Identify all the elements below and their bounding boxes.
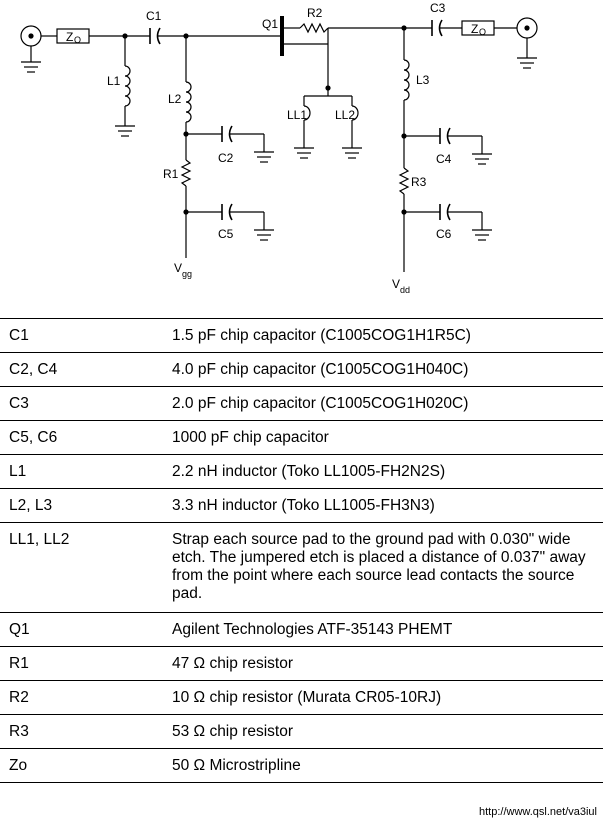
c1-capacitor bbox=[149, 27, 280, 45]
part-ref: C5, C6 bbox=[0, 420, 163, 455]
r1-resistor bbox=[180, 159, 192, 187]
table-row: Q1 Agilent Technologies ATF-35143 PHEMT bbox=[0, 612, 603, 647]
r3-resistor bbox=[398, 167, 410, 195]
ll2-strap bbox=[342, 96, 362, 159]
zo-input-label: Z bbox=[66, 30, 73, 44]
c5-label: C5 bbox=[218, 227, 234, 241]
part-ref: LL1, LL2 bbox=[0, 522, 163, 613]
table-row: C3 2.0 pF chip capacitor (C1005COG1H020C… bbox=[0, 386, 603, 421]
source-url: http://www.qsl.net/va3iul bbox=[478, 806, 597, 818]
vdd-label: V bbox=[392, 277, 400, 291]
part-desc: 2.0 pF chip capacitor (C1005COG1H020C) bbox=[163, 386, 603, 421]
r3-label: R3 bbox=[411, 175, 427, 189]
c3-capacitor bbox=[431, 19, 462, 37]
r2-label: R2 bbox=[307, 6, 323, 20]
ll1-strap bbox=[294, 96, 314, 159]
part-ref: L2, L3 bbox=[0, 488, 163, 523]
c6-capacitor bbox=[404, 203, 492, 241]
c2-capacitor bbox=[186, 125, 274, 163]
c3-label: C3 bbox=[430, 1, 446, 15]
vgg-sub: gg bbox=[182, 269, 192, 279]
part-ref: C1 bbox=[0, 318, 163, 353]
c5-capacitor bbox=[186, 203, 274, 241]
part-desc: 4.0 pF chip capacitor (C1005COG1H040C) bbox=[163, 352, 603, 387]
part-desc: 50 Ω Microstripline bbox=[163, 748, 603, 783]
part-ref: C3 bbox=[0, 386, 163, 421]
c4-capacitor bbox=[404, 127, 492, 165]
table-row: LL1, LL2 Strap each source pad to the gr… bbox=[0, 522, 603, 613]
zo-input-sub: O bbox=[74, 35, 81, 45]
zo-output-label: Z bbox=[471, 22, 478, 36]
table-row: R3 53 Ω chip resistor bbox=[0, 714, 603, 749]
part-ref: R2 bbox=[0, 680, 163, 715]
table-row: C1 1.5 pF chip capacitor (C1005COG1H1R5C… bbox=[0, 318, 603, 353]
part-desc: 1000 pF chip capacitor bbox=[163, 420, 603, 455]
table-row: L1 2.2 nH inductor (Toko LL1005-FH2N2S) bbox=[0, 454, 603, 489]
parts-list-table: C1 1.5 pF chip capacitor (C1005COG1H1R5C… bbox=[0, 318, 603, 783]
table-row: L2, L3 3.3 nH inductor (Toko LL1005-FH3N… bbox=[0, 488, 603, 523]
q1-transistor bbox=[280, 16, 329, 88]
c4-label: C4 bbox=[436, 152, 452, 166]
part-ref: C2, C4 bbox=[0, 352, 163, 387]
amplifier-schematic: Z O L1 C1 L2 C2 R1 bbox=[20, 1, 538, 295]
part-desc: Agilent Technologies ATF-35143 PHEMT bbox=[163, 612, 603, 647]
l2-label: L2 bbox=[168, 92, 182, 106]
table-row: R1 47 Ω chip resistor bbox=[0, 646, 603, 681]
table-row: C2, C4 4.0 pF chip capacitor (C1005COG1H… bbox=[0, 352, 603, 387]
table-row: R2 10 Ω chip resistor (Murata CR05-10RJ) bbox=[0, 680, 603, 715]
r1-label: R1 bbox=[163, 167, 179, 181]
part-ref: L1 bbox=[0, 454, 163, 489]
part-ref: R3 bbox=[0, 714, 163, 749]
l2-inductor bbox=[185, 81, 192, 123]
c1-label: C1 bbox=[146, 9, 162, 23]
table-row: C5, C6 1000 pF chip capacitor bbox=[0, 420, 603, 455]
vgg-label: V bbox=[174, 261, 182, 275]
r2-resistor bbox=[299, 22, 432, 34]
q1-label: Q1 bbox=[262, 17, 278, 31]
part-desc: Strap each source pad to the ground pad … bbox=[163, 522, 603, 613]
part-ref: Zo bbox=[0, 748, 163, 783]
zo-output-line: Z O bbox=[461, 20, 495, 37]
table-row: Zo 50 Ω Microstripline bbox=[0, 748, 603, 783]
output-connector bbox=[516, 17, 538, 69]
vdd-sub: dd bbox=[400, 285, 410, 295]
l1-label: L1 bbox=[107, 74, 121, 88]
zo-output-sub: O bbox=[479, 27, 486, 37]
input-connector bbox=[20, 25, 42, 73]
part-desc: 1.5 pF chip capacitor (C1005COG1H1R5C) bbox=[163, 318, 603, 353]
l3-inductor bbox=[403, 59, 410, 101]
l3-label: L3 bbox=[416, 73, 430, 87]
l1-inductor bbox=[115, 36, 135, 137]
part-desc: 47 Ω chip resistor bbox=[163, 646, 603, 681]
part-desc: 53 Ω chip resistor bbox=[163, 714, 603, 749]
part-desc: 10 Ω chip resistor (Murata CR05-10RJ) bbox=[163, 680, 603, 715]
ll1-label: LL1 bbox=[287, 108, 307, 122]
part-ref: Q1 bbox=[0, 612, 163, 647]
part-ref: R1 bbox=[0, 646, 163, 681]
c6-label: C6 bbox=[436, 227, 452, 241]
zo-input-line: Z O bbox=[56, 28, 90, 45]
part-desc: 3.3 nH inductor (Toko LL1005-FH3N3) bbox=[163, 488, 603, 523]
ll2-label: LL2 bbox=[335, 108, 355, 122]
c2-label: C2 bbox=[218, 151, 234, 165]
part-desc: 2.2 nH inductor (Toko LL1005-FH2N2S) bbox=[163, 454, 603, 489]
